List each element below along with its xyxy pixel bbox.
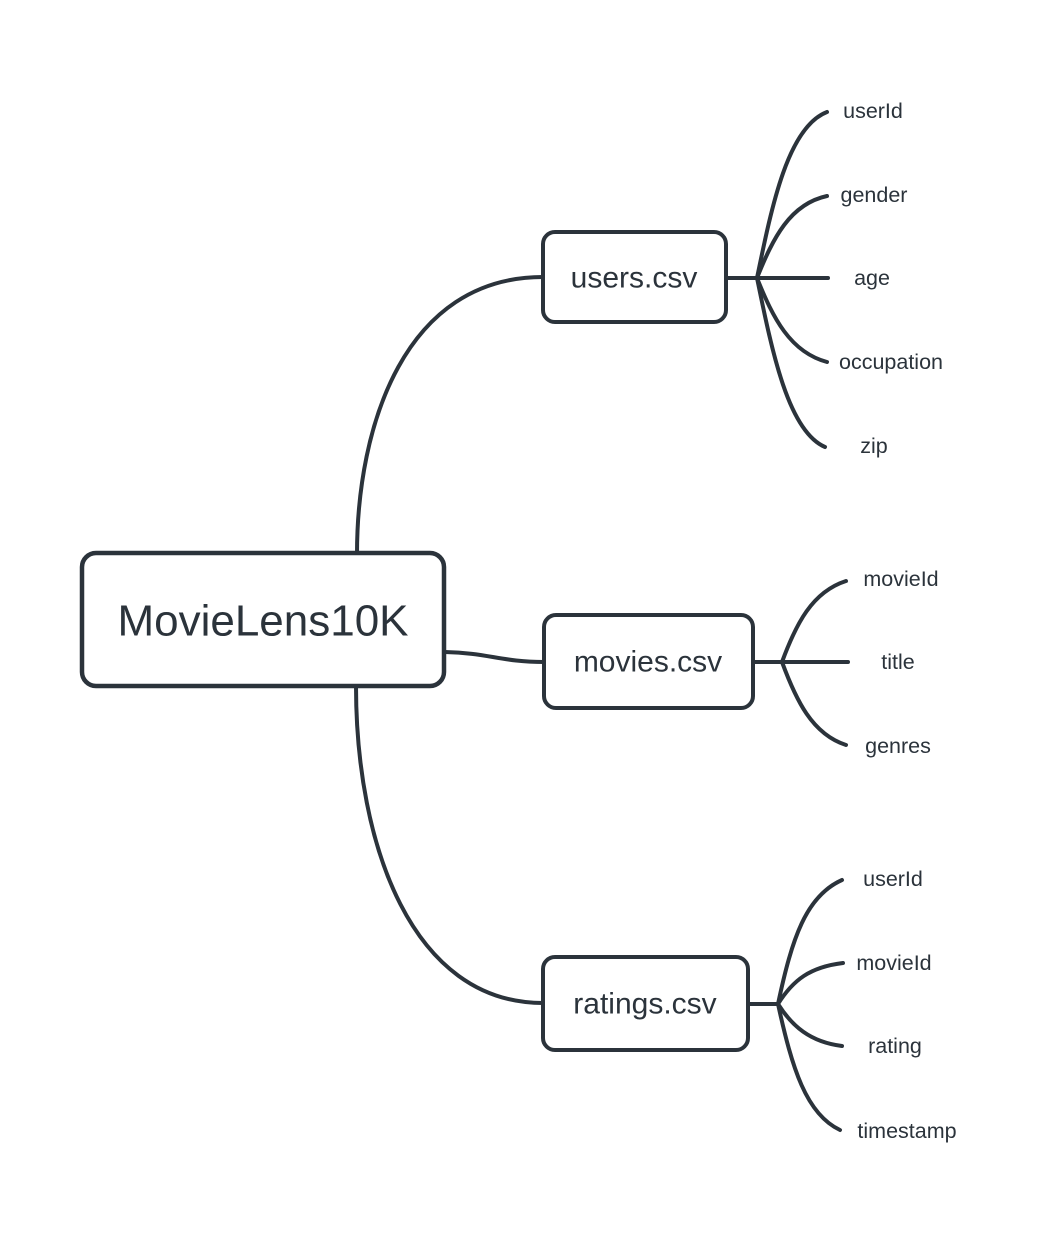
edge-ratings-rating (776, 1002, 844, 1048)
root-node-box (79, 550, 447, 689)
edge-movies-movieid (780, 579, 848, 664)
leaf-label-users-age: age (854, 266, 890, 290)
users-node-label: users.csv (571, 262, 698, 295)
leaf-label-movies-genres: genres (865, 734, 931, 758)
ratings-node-label: ratings.csv (573, 988, 716, 1021)
leaf-label-movies-title: title (881, 650, 914, 674)
movies-leaves: movieId title genres (863, 567, 938, 758)
node-ratings-csv: ratings.csv (541, 955, 750, 1052)
leaf-label-movies-movieid: movieId (863, 567, 938, 591)
ratings-edges (746, 878, 845, 1132)
leaf-label-ratings-movieid: movieId (856, 951, 931, 975)
edge-root-movies (443, 650, 546, 664)
node-movies-csv: movies.csv (542, 613, 755, 710)
leaf-label-users-occupation: occupation (839, 350, 943, 374)
node-users-csv: users.csv (541, 230, 728, 324)
edge-ratings-userid (776, 878, 844, 1006)
edge-users-userid (755, 110, 829, 280)
ratings-node-box (541, 955, 750, 1052)
leaf-label-ratings-timestamp: timestamp (857, 1119, 956, 1143)
leaf-label-ratings-userid: userId (863, 867, 923, 891)
movies-node-label: movies.csv (574, 646, 722, 679)
edge-ratings-timestamp (776, 1002, 842, 1132)
leaf-label-users-userid: userId (843, 99, 903, 123)
leaf-label-users-zip: zip (860, 434, 888, 458)
edge-root-ratings (354, 684, 545, 1005)
users-node-box (541, 230, 728, 324)
edge-root-users (355, 275, 545, 556)
users-leaves: userId gender age occupation zip (839, 99, 943, 458)
edge-movies-genres (780, 660, 848, 747)
edge-users-gender (755, 194, 829, 280)
edge-ratings-movieid (776, 961, 845, 1006)
leaf-label-users-gender: gender (841, 183, 908, 207)
node-root: MovieLens10K (79, 550, 447, 689)
edge-users-zip (755, 276, 827, 449)
users-edges (724, 110, 830, 449)
root-edges (354, 275, 546, 1005)
edge-users-occupation (755, 276, 829, 364)
leaf-label-ratings-rating: rating (868, 1034, 922, 1058)
root-node-label: MovieLens10K (117, 597, 408, 646)
ratings-leaves: userId movieId rating timestamp (856, 867, 956, 1143)
movies-node-box (542, 613, 755, 710)
movies-edges (751, 579, 850, 747)
